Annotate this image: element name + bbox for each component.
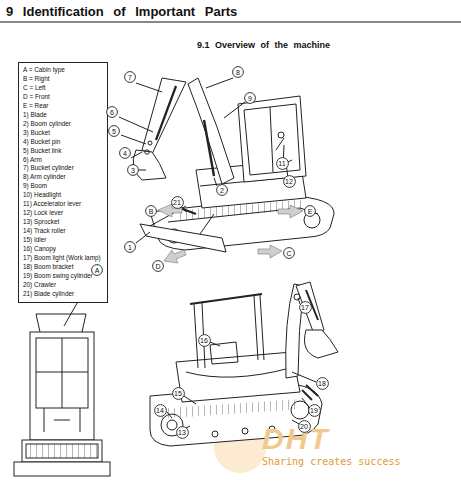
callout-number: C <box>286 250 291 257</box>
key-entry: 7) Bucket cylinder <box>23 164 103 173</box>
key-entry: 5) Bucket link <box>23 147 103 156</box>
callout-number: 20 <box>300 423 308 430</box>
callout-circle: 6 <box>106 106 118 118</box>
page-title: 9 Identification of Important Parts <box>6 4 237 19</box>
callout-circle: 11 <box>276 157 289 170</box>
callout-circle: 13 <box>176 426 189 439</box>
callout-circle: 7 <box>124 71 136 83</box>
callout-number: 8 <box>236 69 240 76</box>
callout-circle: 19 <box>308 404 321 417</box>
callout-circle: C <box>283 247 295 259</box>
callout-number: 2 <box>220 187 224 194</box>
callout-circle: 21 <box>171 196 184 209</box>
callout-number: 15 <box>174 390 182 397</box>
callout-number: 21 <box>173 199 181 206</box>
callout-number: 17 <box>301 304 309 311</box>
key-entry: 2) Boom cylinder <box>23 120 103 129</box>
callout-circle: 2 <box>216 184 228 196</box>
key-entry: 13) Sprocket <box>23 218 103 227</box>
callout-circle: A <box>91 264 103 276</box>
key-entry: 1) Blade <box>23 111 103 120</box>
callout-number: B <box>149 208 154 215</box>
callout-number: 6 <box>110 109 114 116</box>
callout-number: 16 <box>200 337 208 344</box>
callout-circle: 1 <box>124 241 136 253</box>
callout-number: 4 <box>123 150 127 157</box>
callout-circle: 5 <box>108 125 120 137</box>
callout-circle: 9 <box>244 92 256 104</box>
key-entry: 9) Boom <box>23 182 103 191</box>
key-entry: 16) Canopy <box>23 245 103 254</box>
key-entry: 4) Bucket pin <box>23 138 103 147</box>
key-entry: 3) Bucket <box>23 129 103 138</box>
header-rule <box>0 21 461 22</box>
callout-number: 3 <box>131 167 135 174</box>
callout-circle: B <box>145 205 157 217</box>
callout-circle: 15 <box>172 387 185 400</box>
key-entry: B = Right <box>23 75 103 84</box>
key-entry: 21) Blade cylinder <box>23 290 103 299</box>
key-entry: 12) Lock lever <box>23 209 103 218</box>
callout-circle: 14 <box>154 404 167 417</box>
callout-circle: 12 <box>283 175 296 188</box>
callout-circle: 20 <box>298 420 311 433</box>
key-entry: 14) Track roller <box>23 227 103 236</box>
key-entry: A = Cabin type <box>23 66 103 75</box>
callout-number: 14 <box>156 407 164 414</box>
key-entry: 15) Idler <box>23 236 103 245</box>
key-entry: 11) Accelerator lever <box>23 200 103 209</box>
callout-number: 9 <box>248 95 252 102</box>
callout-number: 5 <box>112 128 116 135</box>
key-entry: 18) Boom bracket <box>23 263 103 272</box>
callout-circle: 3 <box>127 164 139 176</box>
excavator-rear-view <box>150 282 338 446</box>
callout-circle: 17 <box>299 301 312 314</box>
key-entry: D = Front <box>23 93 103 102</box>
key-entry: 6) Arm <box>23 156 103 165</box>
key-entry: C = Left <box>23 84 103 93</box>
callout-number: 19 <box>310 407 318 414</box>
callout-circle: 8 <box>232 66 244 78</box>
callout-number: D <box>155 263 160 270</box>
callout-number: 13 <box>178 429 186 436</box>
callout-number: A <box>95 267 100 274</box>
callout-circle: 18 <box>316 377 329 390</box>
key-entry: E = Rear <box>23 102 103 111</box>
section-heading: 9.1 Overview of the machine <box>197 40 330 50</box>
callout-number: E <box>308 208 313 215</box>
key-entry: 8) Arm cylinder <box>23 173 103 182</box>
cabin-front-figure <box>14 277 110 476</box>
key-entry: 17) Boom light (Work lamp) <box>23 254 103 263</box>
callout-circle: 16 <box>198 334 211 347</box>
callout-circle: D <box>152 260 164 272</box>
callout-number: 12 <box>285 178 293 185</box>
callout-number: 1 <box>128 244 132 251</box>
key-entry: 10) Headlight <box>23 191 103 200</box>
callout-circle: E <box>304 205 316 217</box>
callout-number: 7 <box>128 74 132 81</box>
key-entry: 19) Boom swing cylinder <box>23 272 103 281</box>
callout-number: 11 <box>278 160 285 167</box>
key-entry: 20) Crawler <box>23 281 103 290</box>
direction-arrows <box>158 204 303 263</box>
callout-circle: 4 <box>119 147 131 159</box>
callout-number: 18 <box>318 380 326 387</box>
excavator-front-view <box>119 78 334 252</box>
watermark: DHT <box>262 422 330 456</box>
watermark-slogan: Sharing creates success <box>262 456 400 467</box>
